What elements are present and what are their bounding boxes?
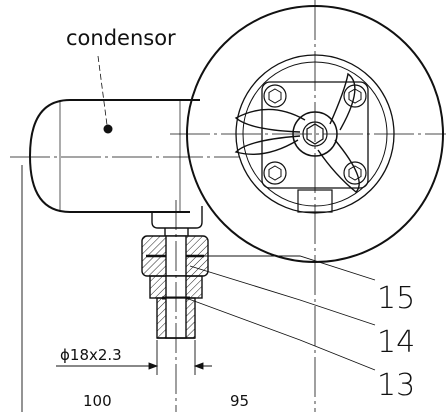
callout-number-15: 15	[377, 281, 415, 316]
pipe-size-label: ϕ18x2.3	[60, 346, 122, 364]
condensor-leader	[97, 55, 108, 126]
callout-leaders	[185, 255, 376, 371]
bolt-bottom-left	[263, 161, 287, 185]
condensor-body	[10, 55, 240, 213]
leader-13	[185, 297, 376, 371]
leader-15	[186, 255, 376, 281]
condensor-marker-dot	[103, 124, 113, 134]
hub-nut	[306, 123, 324, 145]
outlet-fitting	[141, 200, 209, 412]
spider-arms	[234, 72, 360, 193]
condensor-label: condensor	[66, 26, 176, 50]
callout-number-14: 14	[377, 325, 415, 360]
callout-number-13: 13	[377, 368, 415, 403]
bolt-top-left	[263, 84, 287, 108]
condensor-outline	[28, 99, 200, 213]
dimension-100: 100	[83, 392, 112, 410]
bolt-bottom-right	[343, 161, 367, 185]
dimensions	[21, 165, 212, 412]
leader-14	[189, 265, 376, 326]
pump-end-view	[170, 0, 446, 412]
dimension-95: 95	[230, 392, 249, 410]
